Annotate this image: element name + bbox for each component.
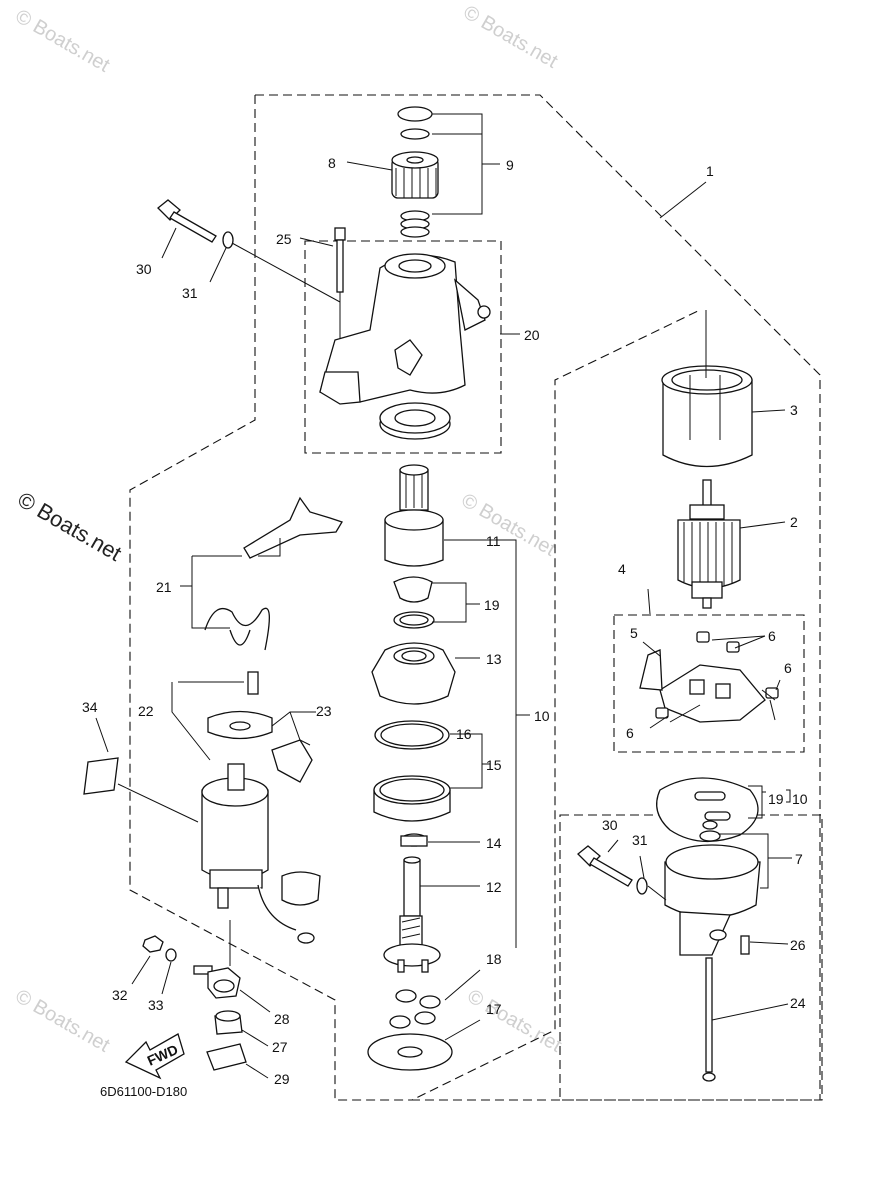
- callout-13: 13: [486, 651, 502, 667]
- watermark-middle: © Boats.net: [458, 489, 560, 561]
- callout-25: 25: [276, 231, 292, 247]
- callout-30a: 30: [136, 261, 152, 277]
- through-bolt-30: [157, 199, 234, 249]
- callout-31b: 31: [632, 832, 648, 848]
- callout-4: 4: [618, 561, 626, 577]
- brush-holder: [639, 631, 779, 723]
- callout-24: 24: [790, 995, 806, 1011]
- callout-11: 11: [486, 533, 501, 549]
- drive-shaft-assembly: [371, 464, 456, 705]
- watermark-top-center: © Boats.net: [460, 1, 562, 73]
- front-housing: [319, 253, 491, 405]
- watermark-top-left: © Boats.net: [12, 5, 114, 77]
- callout-18: 18: [486, 951, 502, 967]
- callout-15: 15: [486, 757, 502, 773]
- shaft-and-planet-gears: [367, 833, 453, 1071]
- callout-8: 8: [328, 155, 336, 171]
- callout-32: 32: [112, 987, 128, 1003]
- watermark-bottom-left: © Boats.net: [12, 985, 114, 1057]
- housing-box: [304, 240, 502, 454]
- callout-19-ref: 19: [768, 791, 784, 807]
- callout-19: 19: [484, 597, 500, 613]
- callout-7: 7: [795, 851, 803, 867]
- callout-6b: 6: [784, 660, 792, 676]
- pinion-stack: [391, 106, 439, 238]
- small-hardware: [142, 935, 247, 1071]
- callouts: 1 2 3 4 5 6 6 6 7 8 9 10 11 12 13 14 15 …: [82, 155, 808, 1099]
- armature: [677, 479, 741, 609]
- callout-10-ref: 10: [792, 791, 808, 807]
- bearing: [379, 402, 451, 440]
- callout-22: 22: [138, 703, 154, 719]
- callout-27: 27: [272, 1039, 288, 1055]
- watermark-left-strong: © Boats.net: [14, 487, 126, 566]
- callout-6c: 6: [626, 725, 634, 741]
- callout-21: 21: [156, 579, 172, 595]
- rear-cover-assembly: [577, 777, 761, 1082]
- callout-31a: 31: [182, 285, 198, 301]
- drawing-code: 6D61100-D180: [100, 1084, 187, 1099]
- callout-6a: 6: [768, 628, 776, 644]
- fwd-arrow: FWD: [124, 1033, 185, 1080]
- solenoid: [201, 671, 321, 944]
- callout-20: 20: [524, 327, 540, 343]
- shift-fork: [204, 496, 343, 651]
- callout-5: 5: [630, 625, 638, 641]
- callout-2: 2: [790, 514, 798, 530]
- callout-9: 9: [506, 157, 514, 173]
- callout-12: 12: [486, 879, 502, 895]
- callout-17: 17: [486, 1001, 502, 1017]
- callout-10: 10: [534, 708, 550, 724]
- callout-23: 23: [316, 703, 332, 719]
- internal-gear: [373, 720, 451, 822]
- callout-26: 26: [790, 937, 806, 953]
- brush-holder-box: [613, 614, 805, 753]
- assembly-outline: [129, 94, 821, 1101]
- caution-label: [83, 757, 119, 795]
- callout-3: 3: [790, 402, 798, 418]
- callout-34: 34: [82, 699, 98, 715]
- bolt-25: [334, 227, 346, 293]
- callout-1: 1: [706, 163, 714, 179]
- callout-14: 14: [486, 835, 502, 851]
- callout-30b: 30: [602, 817, 618, 833]
- callout-16: 16: [456, 726, 472, 742]
- yoke: [661, 310, 753, 468]
- callout-33: 33: [148, 997, 164, 1013]
- callout-29: 29: [274, 1071, 290, 1087]
- callout-28: 28: [274, 1011, 290, 1027]
